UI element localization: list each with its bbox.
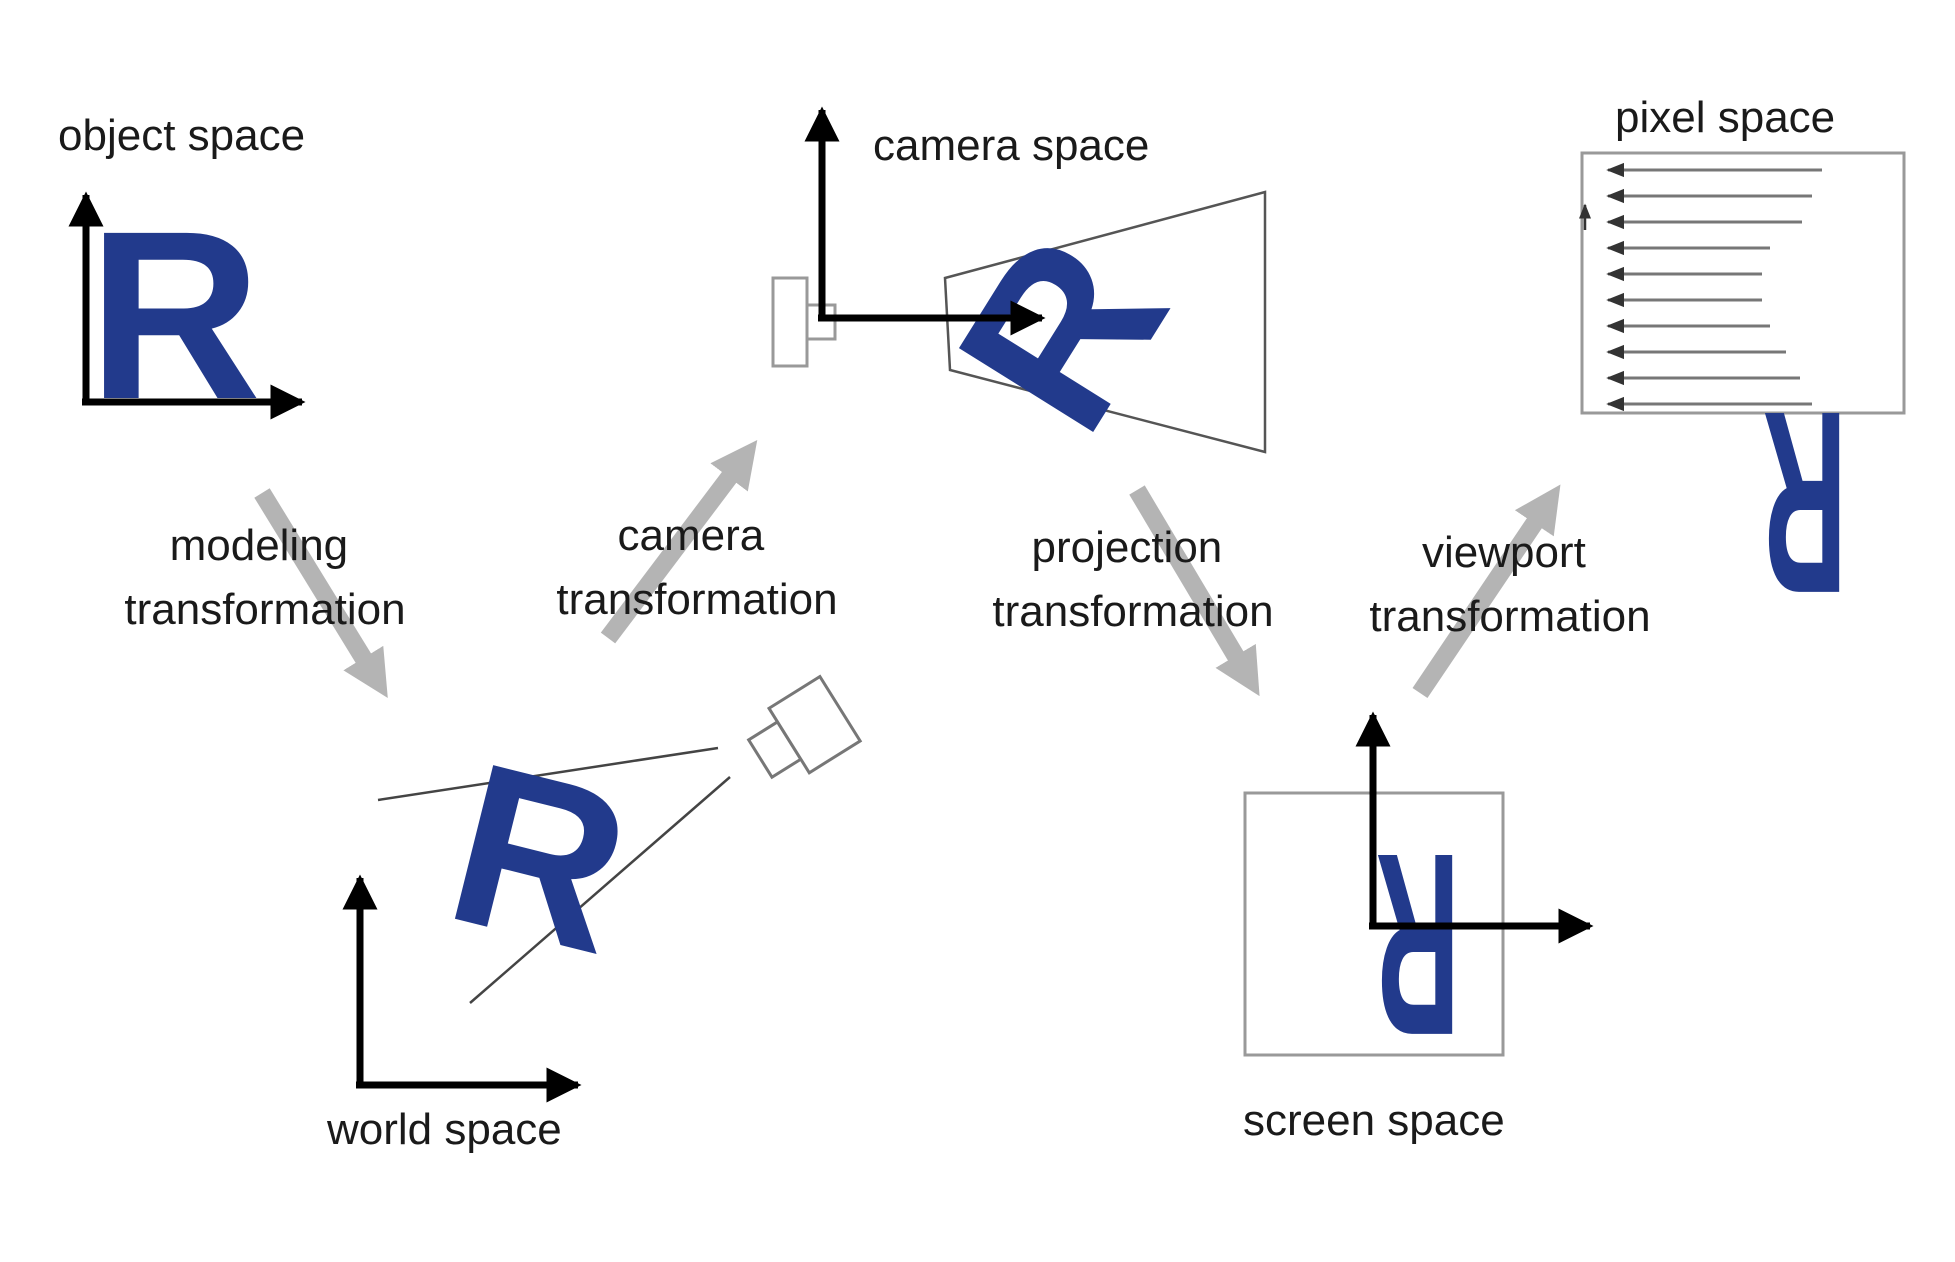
pixel-space-group: pixel space R [1579,93,1906,649]
camera-label-line-2: transformation [556,575,837,624]
camera-space-group: camera space R [771,106,1267,471]
world-r-glyph: R [428,713,651,1003]
camera-space-label: camera space [873,121,1149,170]
world-camera-icon [746,674,863,780]
world-frustum-bottom-line [469,776,731,1004]
modeling-transformation-label: modeling transformation [124,521,405,634]
modeling-label-line-1: modeling [170,521,349,570]
modeling-transformation-arrow [254,488,388,698]
screen-space-label: screen space [1243,1096,1505,1145]
viewport-label-line-1: viewport [1422,528,1586,577]
screen-space-group: R screen space [1243,711,1594,1145]
viewport-transformation-label: viewport transformation [1369,528,1650,641]
viewport-transformation-arrow [1412,484,1561,699]
view-frustum [943,190,1267,454]
camera-transformation-label: camera transformation [556,511,837,624]
viewport-label-line-2: transformation [1369,592,1650,641]
pixel-r-glyph: R [1763,358,1847,649]
camera-body-icon [771,276,809,368]
screen-r-glyph: R [1376,800,1460,1091]
projection-label-line-2: transformation [992,587,1273,636]
pixel-frame [1580,151,1906,415]
world-space-group: R world space [326,674,863,1154]
projection-transformation-label: projection transformation [992,523,1273,636]
object-space-group: object space R [58,111,306,449]
projection-label-line-1: projection [1031,523,1222,572]
camera-transformation-arrow [600,440,758,644]
object-space-label: object space [58,111,305,160]
projection-transformation-arrow [1129,485,1260,697]
world-space-label: world space [326,1105,562,1154]
world-frustum-top-line [377,746,719,802]
object-r-glyph: R [88,181,261,449]
camera-r-glyph: R [909,194,1215,471]
scanline-arrows [1606,162,1822,412]
pixel-space-label: pixel space [1615,93,1835,142]
modeling-label-line-2: transformation [124,585,405,634]
camera-label-line-1: camera [618,511,765,560]
